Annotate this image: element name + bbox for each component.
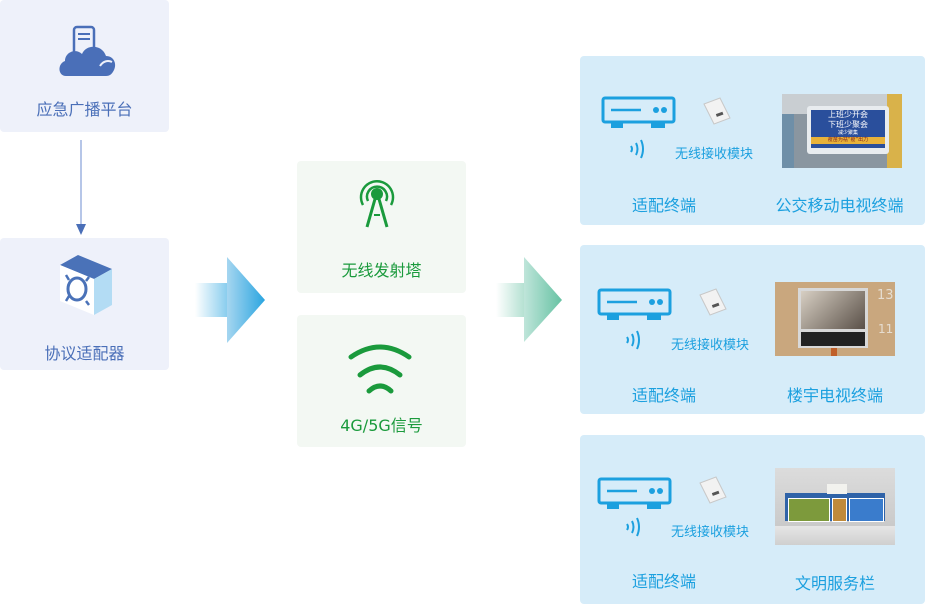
module-label: 无线接收模块 — [671, 338, 750, 353]
adapter-device-icon — [601, 96, 676, 128]
building-tv-photo: 13 11 — [775, 282, 895, 356]
screen-line-4: 疫苗为祛“疫”出力 — [811, 137, 885, 144]
terminal-label: 楼宇电视终端 — [786, 386, 883, 405]
platform-label: 应急广播平台 — [36, 100, 133, 119]
terminal-panel-bus: 无线接收模块 上班少开会 下班少聚会 减少聚集 疫苗为祛“疫”出力 适配终端 公… — [580, 56, 925, 225]
terminal-panel-building: 无线接收模块 13 11 适配终端 楼宇电视终端 — [580, 245, 925, 414]
wireless-waves-icon — [626, 517, 640, 537]
module-label: 无线接收模块 — [675, 147, 754, 162]
wireless-tower-node: 无线发射塔 — [297, 161, 466, 293]
tower-label: 无线发射塔 — [341, 261, 422, 280]
adapter-device-icon — [597, 288, 672, 320]
cellular-signal-node: 4G/5G信号 — [297, 315, 466, 447]
terminal-panel-civic-board: 无线接收模块 适配终端 文明服务栏 — [580, 435, 925, 604]
cloud-server-icon — [59, 25, 116, 76]
protocol-cube-icon — [60, 255, 112, 315]
wifi-signal-icon — [348, 344, 412, 394]
wireless-waves-icon — [630, 139, 644, 159]
receiver-module-icon — [703, 97, 731, 125]
wireless-waves-icon — [626, 330, 640, 350]
adapter-device-icon — [597, 477, 672, 509]
flow-arrow-green — [496, 257, 562, 342]
radio-tower-icon — [359, 180, 395, 228]
adapter-label: 协议适配器 — [44, 344, 125, 363]
protocol-adapter-node: 协议适配器 — [0, 238, 169, 370]
floor-number-bottom: 11 — [878, 322, 894, 336]
adapter-terminal-label: 适配终端 — [631, 572, 696, 591]
flow-arrow-blue — [195, 257, 265, 343]
bus-tv-screen: 上班少开会 下班少聚会 减少聚集 疫苗为祛“疫”出力 — [811, 110, 885, 148]
cellular-label: 4G/5G信号 — [340, 416, 423, 435]
screen-line-2: 下班少聚会 — [828, 120, 868, 129]
bus-tv-photo: 上班少开会 下班少聚会 减少聚集 疫苗为祛“疫”出力 — [782, 94, 902, 168]
receiver-module-icon — [699, 476, 727, 504]
adapter-terminal-label: 适配终端 — [631, 386, 696, 405]
adapter-terminal-label: 适配终端 — [631, 196, 696, 215]
down-arrow-connector — [76, 140, 86, 235]
terminal-label: 文明服务栏 — [794, 574, 875, 593]
screen-line-1: 上班少开会 — [828, 110, 868, 119]
screen-line-3: 减少聚集 — [837, 130, 858, 136]
civic-board-photo — [775, 468, 895, 545]
emergency-broadcast-platform-node: 应急广播平台 — [0, 0, 169, 132]
floor-number-top: 13 — [877, 288, 894, 303]
receiver-module-icon — [699, 288, 727, 316]
module-label: 无线接收模块 — [671, 525, 750, 540]
terminal-label: 公交移动电视终端 — [775, 196, 904, 215]
